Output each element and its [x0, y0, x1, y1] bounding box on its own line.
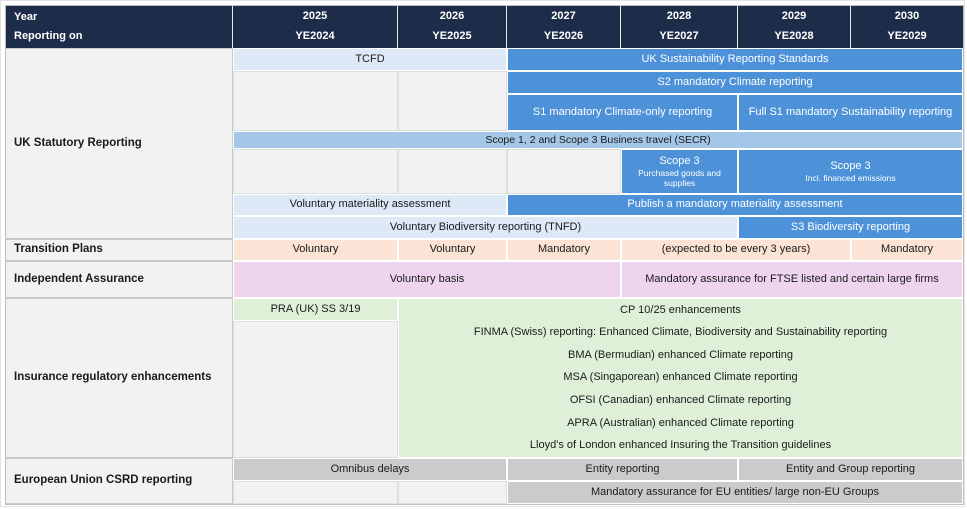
header-year-2029: 2029 — [781, 10, 807, 22]
empty-cell — [233, 321, 398, 458]
bar-mandatory-materiality: Publish a mandatory materiality assessme… — [507, 194, 963, 216]
bar-scope3-purchased: Scope 3 Purchased goods and supplies — [621, 149, 738, 194]
scope3-purchased-subtitle: Purchased goods and supplies — [638, 167, 721, 188]
bar-transition-voluntary-2026: Voluntary — [398, 239, 507, 261]
header-col-2030: 2030 YE2029 — [851, 6, 963, 48]
bar-tnfd: Voluntary Biodiversity reporting (TNFD) — [233, 216, 738, 239]
bar-s1-climate-only: S1 mandatory Climate-only reporting — [507, 94, 738, 131]
scope3-financed-subtitle: Incl. financed emissions — [805, 172, 896, 183]
bar-tcfd: TCFD — [233, 48, 507, 71]
insurance-item-msa: MSA (Singaporean) enhanced Climate repor… — [563, 371, 798, 384]
header-year-2028: 2028 — [666, 10, 692, 22]
insurance-item-cp1025: CP 10/25 enhancements — [620, 303, 741, 316]
header-ye-2028: YE2028 — [774, 29, 814, 42]
bar-transition-voluntary-2025: Voluntary — [233, 239, 398, 261]
insurance-item-bma: BMA (Bermudian) enhanced Climate reporti… — [567, 348, 793, 361]
bar-pra-uk: PRA (UK) SS 3/19 — [233, 298, 398, 321]
empty-cell — [507, 149, 621, 194]
bar-full-s1-sustainability: Full S1 mandatory Sustainability reporti… — [738, 94, 963, 131]
bar-voluntary-materiality: Voluntary materiality assessment — [233, 194, 507, 216]
header-year-reporting-cell: Year Reporting on — [6, 6, 233, 48]
bar-s2-mandatory-climate: S2 mandatory Climate reporting — [507, 71, 963, 94]
bar-insurance-enhancements: CP 10/25 enhancements FINMA (Swiss) repo… — [398, 298, 963, 458]
bar-scope3-financed: Scope 3 Incl. financed emissions — [738, 149, 963, 194]
header-year-2026: 2026 — [439, 10, 465, 22]
section-label-eu-csrd: European Union CSRD reporting — [6, 458, 233, 504]
scope3-purchased-title: Scope 3 — [659, 154, 700, 167]
bar-secr: Scope 1, 2 and Scope 3 Business travel (… — [233, 131, 963, 149]
header-ye-2026: YE2026 — [543, 29, 584, 42]
header-ye-2024: YE2024 — [295, 29, 335, 42]
empty-cell — [398, 481, 507, 504]
header-col-2027: 2027 YE2026 — [507, 6, 621, 48]
header-reporting-on-label: Reporting on — [14, 29, 83, 42]
insurance-item-lloyds: Lloyd's of London enhanced Insuring the … — [529, 439, 832, 452]
header-col-2025: 2025 YE2024 — [233, 6, 398, 48]
header-ye-2029: YE2029 — [887, 29, 927, 42]
empty-cell — [233, 481, 398, 504]
bar-uk-sustainability-reporting-standards: UK Sustainability Reporting Standards — [507, 48, 963, 71]
bar-entity-group-reporting: Entity and Group reporting — [738, 458, 963, 481]
section-label-independent-assurance: Independent Assurance — [6, 261, 233, 298]
header-year-2027: 2027 — [551, 10, 576, 22]
timeline-grid: Year Reporting on 2025 YE2024 2026 YE202… — [5, 5, 964, 505]
bar-s3-biodiversity: S3 Biodiversity reporting — [738, 216, 963, 239]
bar-eu-mandatory-assurance: Mandatory assurance for EU entities/ lar… — [507, 481, 963, 504]
header-year-2025: 2025 — [302, 10, 328, 22]
insurance-item-finma: FINMA (Swiss) reporting: Enhanced Climat… — [473, 326, 888, 339]
insurance-item-apra: APRA (Australian) enhanced Climate repor… — [567, 416, 794, 429]
bar-transition-mandatory-2027: Mandatory — [507, 239, 621, 261]
header-col-2028: 2028 YE2027 — [621, 6, 738, 48]
bar-transition-mandatory-2030: Mandatory — [851, 239, 963, 261]
header-ye-2025: YE2025 — [432, 29, 472, 42]
header-ye-2027: YE2027 — [659, 29, 699, 42]
section-label-transition-plans: Transition Plans — [6, 239, 233, 261]
empty-cell — [233, 149, 398, 194]
empty-cell — [233, 71, 398, 131]
bar-omnibus-delays: Omnibus delays — [233, 458, 507, 481]
header-col-2029: 2029 YE2028 — [738, 6, 851, 48]
header-year-label: Year — [14, 11, 38, 23]
bar-transition-expected: (expected to be every 3 years) — [621, 239, 851, 261]
scope3-financed-title: Scope 3 — [830, 159, 871, 172]
section-label-uk-statutory: UK Statutory Reporting — [6, 48, 233, 239]
section-label-insurance: Insurance regulatory enhancements — [6, 298, 233, 458]
insurance-item-ofsi: OFSI (Canadian) enhanced Climate reporti… — [569, 394, 792, 406]
header-col-2026: 2026 YE2025 — [398, 6, 507, 48]
empty-cell — [398, 71, 507, 131]
empty-cell — [398, 149, 507, 194]
header-year-2030: 2030 — [894, 10, 920, 22]
bar-entity-reporting: Entity reporting — [507, 458, 738, 481]
bar-assurance-voluntary: Voluntary basis — [233, 261, 621, 298]
bar-assurance-mandatory: Mandatory assurance for FTSE listed and … — [621, 261, 963, 298]
